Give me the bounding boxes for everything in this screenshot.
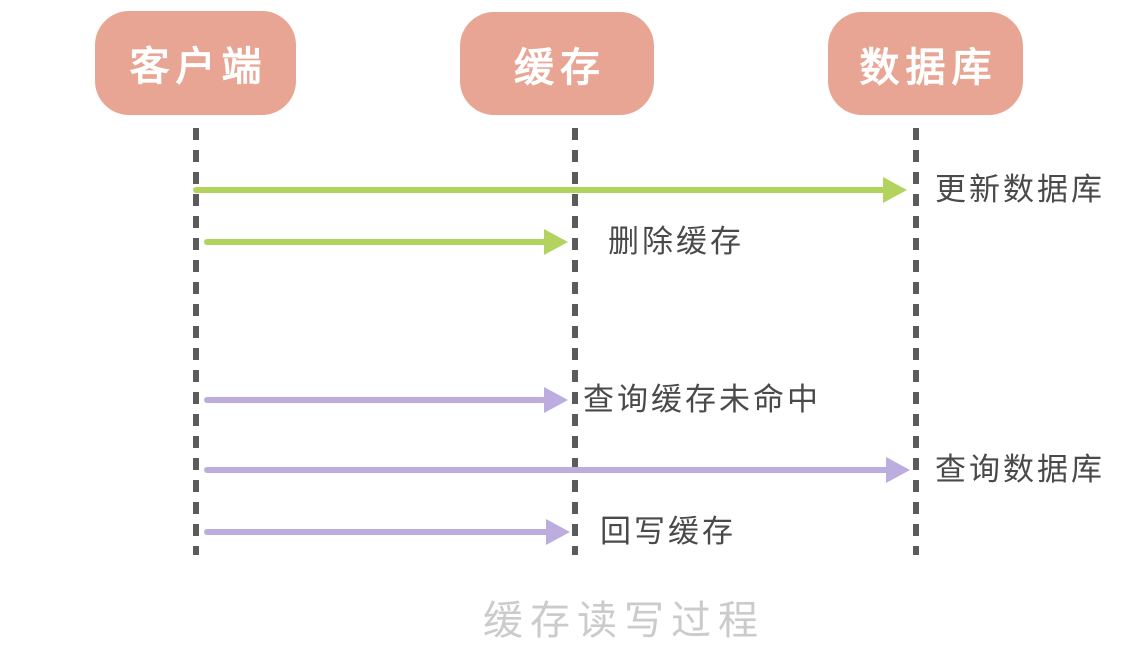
arrow-write-back-cache: [204, 519, 570, 545]
actor-label-cache: 缓存: [514, 45, 606, 90]
arrow-shaft: [204, 529, 554, 535]
arrow-update-database: [193, 177, 907, 203]
arrow-delete-cache: [204, 229, 568, 255]
arrow-query-database: [204, 457, 910, 483]
arrowhead-icon: [886, 457, 910, 483]
arrow-shaft: [204, 397, 552, 403]
message-label-update-database: 更新数据库: [935, 172, 1105, 207]
lifeline-database: [913, 128, 919, 555]
diagram-caption: 缓存读写过程: [483, 599, 765, 643]
arrowhead-icon: [546, 519, 570, 545]
arrow-shaft: [204, 467, 894, 473]
arrowhead-icon: [883, 177, 907, 203]
arrow-shaft: [193, 187, 891, 193]
actor-label-database: 数据库: [859, 45, 998, 90]
arrowhead-icon: [544, 387, 568, 413]
message-label-delete-cache: 删除缓存: [608, 224, 744, 259]
arrowhead-icon: [544, 229, 568, 255]
actor-box-client: 客户端: [95, 11, 296, 115]
arrow-shaft: [204, 239, 552, 245]
message-label-write-back-cache: 回写缓存: [600, 514, 736, 549]
message-label-query-database: 查询数据库: [935, 452, 1105, 487]
actor-label-client: 客户端: [129, 45, 268, 89]
actor-box-database: 数据库: [828, 12, 1023, 115]
arrow-query-cache-miss: [204, 387, 568, 413]
message-label-query-cache-miss: 查询缓存未命中: [583, 382, 821, 417]
actor-box-cache: 缓存: [460, 12, 654, 115]
lifeline-client: [193, 128, 199, 555]
lifeline-cache: [572, 128, 578, 555]
